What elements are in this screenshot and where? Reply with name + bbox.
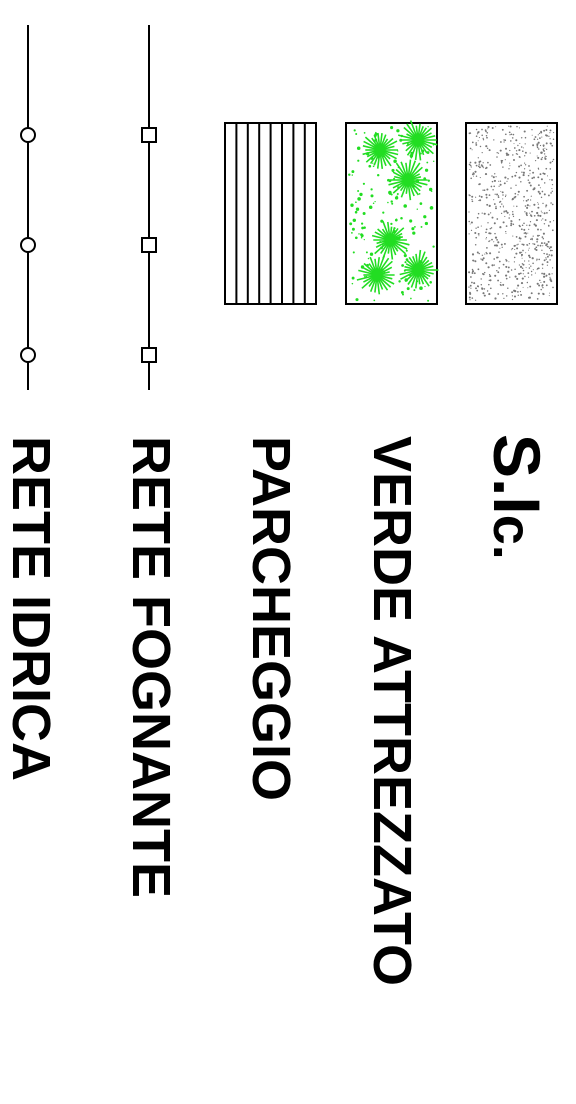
shrub-icon [399,249,439,289]
square-node-icon [141,127,157,143]
shrub-icon [362,132,399,169]
legend-title: S.Ic. [480,434,554,560]
green-plants-icon [356,120,439,295]
verde-attrezzato-swatch [345,120,439,305]
label-parcheggio: PARCHEGGIO [241,436,301,801]
circle-node-icon [20,237,36,253]
green-specks [348,126,435,302]
shrub-icon [356,255,395,295]
label-rete-fognante: RETE FOGNANTE [121,436,181,898]
label-verde-attrezzato: VERDE ATTREZZATO [362,436,422,986]
shrub-icon [398,120,438,161]
rete-fognante-symbol [141,25,157,390]
rete-idrica-symbol [20,25,36,390]
shrub-icon [388,159,428,201]
stipple-dots [468,125,555,301]
stipple-pattern-swatch [465,122,558,305]
circle-node-icon [20,347,36,363]
parcheggio-swatch [224,122,317,305]
circle-node-icon [20,127,36,143]
vertical-stripes-pattern [235,123,306,304]
square-node-icon [141,347,157,363]
square-node-icon [141,237,157,253]
label-rete-idrica: RETE IDRICA [1,436,61,781]
shrub-icon [371,220,410,260]
